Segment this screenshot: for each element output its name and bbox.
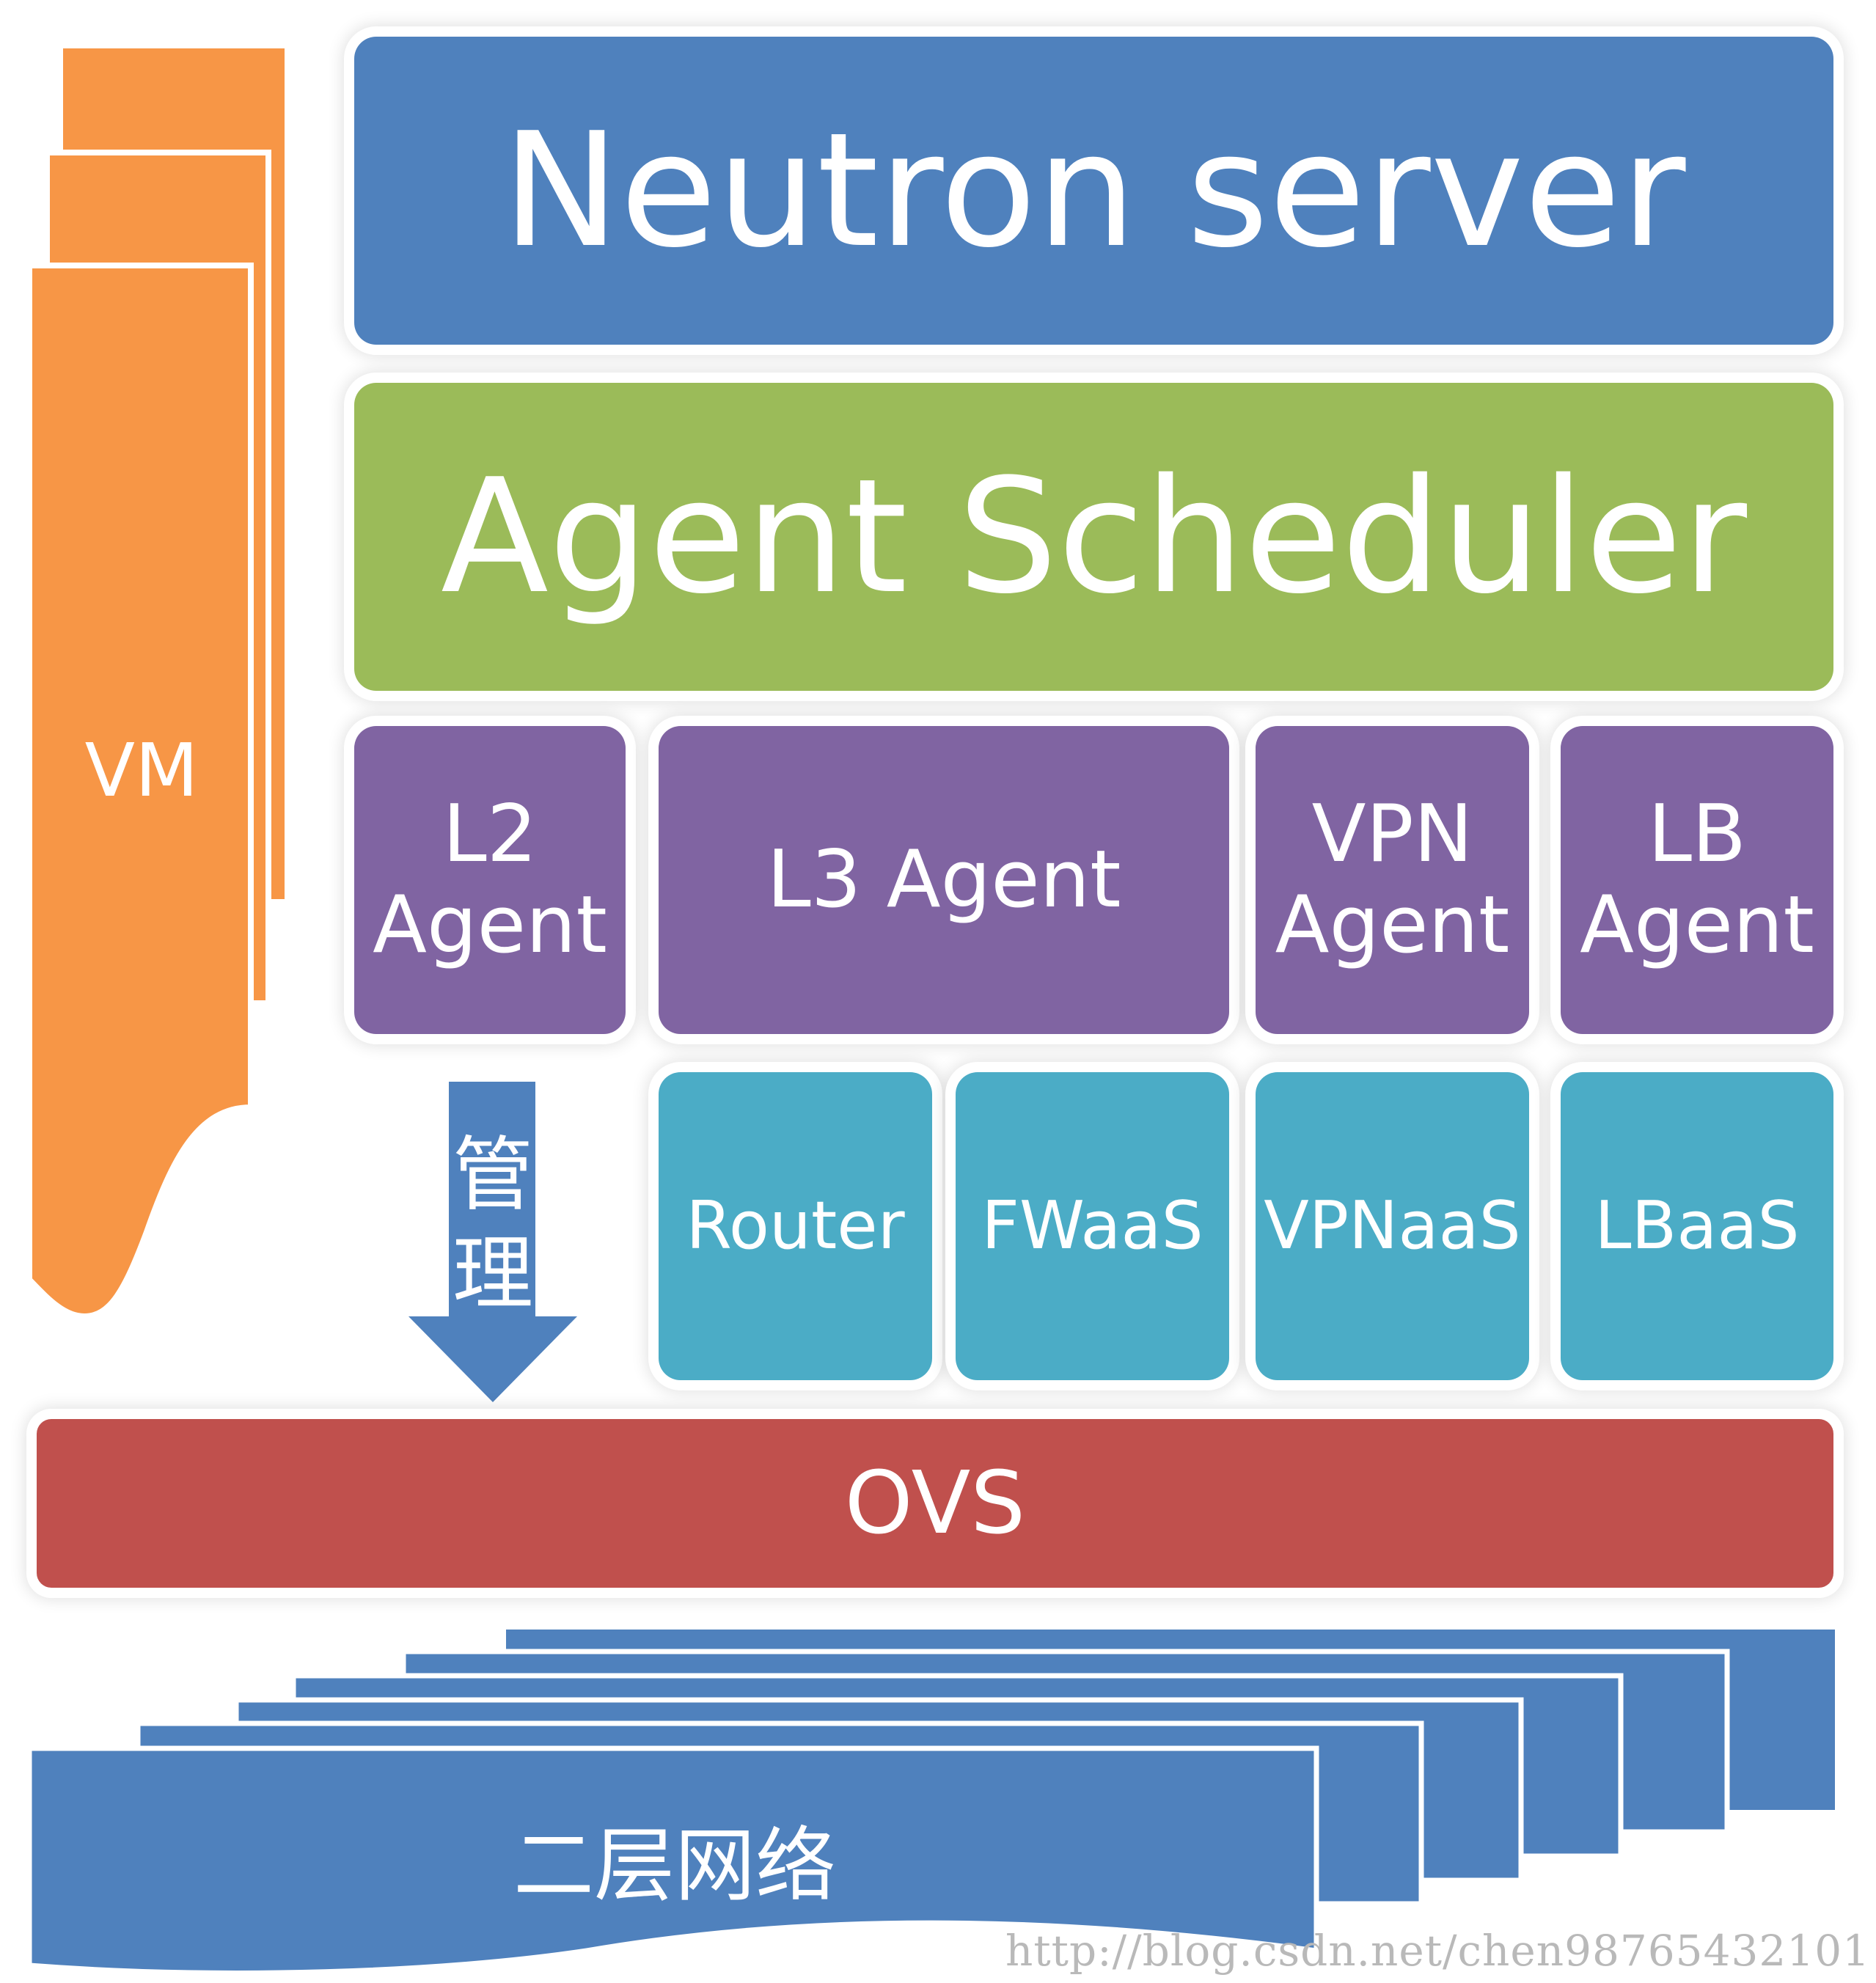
lb-agent-label-line1: LB xyxy=(1647,788,1747,880)
fwaas-box: FWaaS xyxy=(956,1072,1229,1380)
manage-arrow: 管 理 xyxy=(408,1082,577,1402)
vpn-agent-box: VPN Agent xyxy=(1256,726,1529,1034)
vpnaas-label: VPNaaS xyxy=(1264,1187,1521,1265)
neutron-server-label: Neutron server xyxy=(502,98,1686,283)
vm-card-front xyxy=(26,263,254,1320)
l2-agent-box: L2 Agent xyxy=(354,726,626,1034)
agent-scheduler-box: Agent Scheduler xyxy=(354,383,1833,691)
l2-agent-label-line1: L2 xyxy=(442,788,538,880)
fwaas-label: FWaaS xyxy=(981,1187,1203,1265)
watermark-text: http://blog.csdn.net/chen98765432101 xyxy=(1005,1926,1870,1976)
network-card-front xyxy=(26,1745,1319,1976)
lbaas-label: LBaaS xyxy=(1594,1187,1800,1265)
manage-arrow-char-1: 管 xyxy=(452,1128,533,1222)
manage-arrow-shape xyxy=(408,1082,577,1402)
router-label: Router xyxy=(686,1187,905,1265)
lbaas-box: LBaaS xyxy=(1561,1072,1833,1380)
lb-agent-box: LB Agent xyxy=(1561,726,1833,1034)
l2-agent-label-line2: Agent xyxy=(373,879,607,971)
ovs-label: OVS xyxy=(844,1452,1026,1554)
agent-scheduler-label: Agent Scheduler xyxy=(440,444,1748,629)
ovs-bar: OVS xyxy=(37,1419,1833,1588)
vm-label: VM xyxy=(85,727,199,813)
l3-agent-label: L3 Agent xyxy=(766,833,1121,925)
vpn-agent-label-line1: VPN xyxy=(1311,788,1473,880)
network-stack: 二层网络 xyxy=(26,1630,1835,1976)
manage-arrow-char-2: 理 xyxy=(452,1227,533,1321)
neutron-server-box: Neutron server xyxy=(354,37,1833,345)
lb-agent-label-line2: Agent xyxy=(1580,879,1814,971)
vm-stack: VM xyxy=(26,48,285,1320)
router-box: Router xyxy=(659,1072,932,1380)
network-label: 二层网络 xyxy=(513,1819,836,1913)
vpn-agent-label-line2: Agent xyxy=(1275,879,1510,971)
l3-agent-box: L3 Agent xyxy=(659,726,1229,1034)
vpnaas-box: VPNaaS xyxy=(1256,1072,1529,1380)
